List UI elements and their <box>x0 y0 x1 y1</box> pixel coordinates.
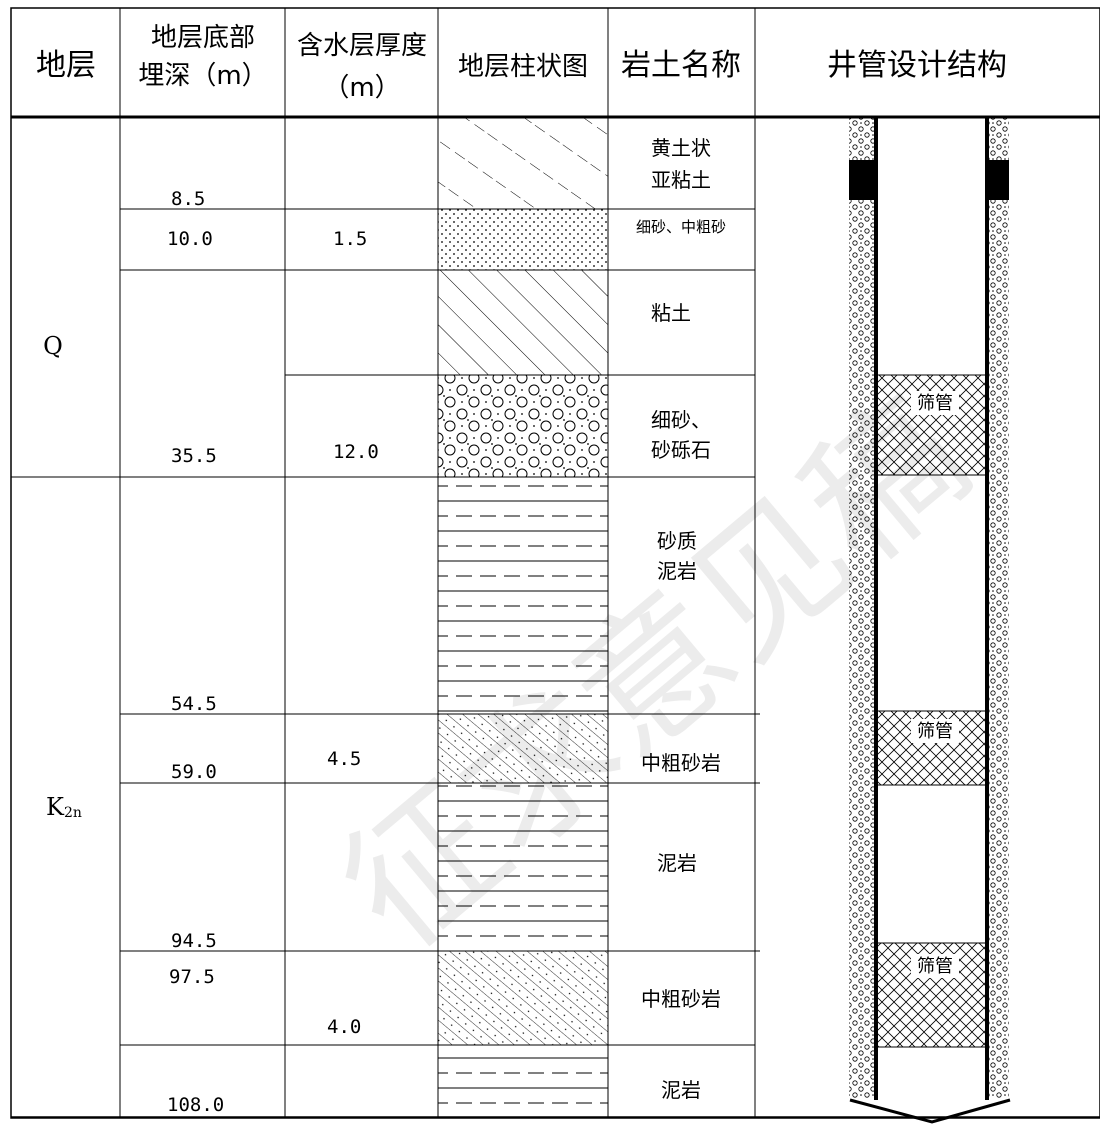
pattern-sandy-mudstone <box>438 477 608 714</box>
depth-values: 8.5 10.0 35.5 54.5 59.0 94.5 97.5 108.0 <box>167 188 224 1116</box>
depth-value: 59.0 <box>171 761 217 783</box>
thickness-value: 1.5 <box>333 228 367 250</box>
depth-value: 10.0 <box>167 228 213 250</box>
thickness-value: 4.0 <box>327 1016 361 1038</box>
pattern-gravel <box>438 375 608 477</box>
rock-name: 亚粘土 <box>651 168 711 192</box>
rock-name: 中粗砂岩 <box>641 987 721 1011</box>
lithology-column <box>438 118 608 1117</box>
header-rock-name: 岩土名称 <box>621 48 741 83</box>
depth-value: 54.5 <box>171 693 217 715</box>
header-thickness-line1: 含水层厚度 <box>297 31 427 61</box>
header-column: 地层柱状图 <box>458 52 588 82</box>
header-stratum: 地层 <box>36 48 96 83</box>
seal-left <box>849 160 875 200</box>
pattern-fine-sand <box>438 209 608 270</box>
depth-value: 35.5 <box>171 445 217 467</box>
depth-value: 108.0 <box>167 1094 224 1116</box>
header-well: 井管设计结构 <box>827 48 1007 83</box>
well-bottom <box>849 1098 1011 1124</box>
seal-right <box>987 160 1009 200</box>
rock-name: 黄土状 <box>651 136 711 160</box>
header-depth-line2: 埋深（m） <box>138 61 267 91</box>
rock-name: 砂砾石 <box>651 438 711 462</box>
pattern-sandstone-2 <box>438 951 608 1045</box>
thickness-values: 1.5 12.0 4.5 4.0 <box>327 228 379 1038</box>
screen-2-label-bg <box>911 719 959 743</box>
rock-name: 泥岩 <box>657 559 697 583</box>
header-depth-line1: 地层底部 <box>151 23 255 53</box>
table-grid <box>10 7 1100 1119</box>
pattern-clay <box>438 270 608 375</box>
gravel-pack-left <box>849 118 875 1098</box>
rock-name: 细砂、中粗砂 <box>636 218 726 236</box>
rock-name: 细砂、 <box>651 408 711 432</box>
rock-name: 泥岩 <box>657 851 697 875</box>
pattern-mudstone-1 <box>438 783 608 951</box>
stratum-k: K2n <box>46 793 82 821</box>
gravel-pack-right <box>987 118 1009 1098</box>
screen-2-label: 筛管 <box>917 721 953 742</box>
stratum-k-sub: 2n <box>64 805 82 821</box>
stratum-k-main: K <box>46 793 65 821</box>
pattern-sandstone-1 <box>438 714 608 783</box>
well-structure: 筛管 筛管 筛管 <box>849 118 1011 1124</box>
pattern-mudstone-2 <box>438 1045 608 1117</box>
thickness-value: 12.0 <box>333 441 379 463</box>
rock-names: 黄土状 亚粘土 细砂、中粗砂 粘土 细砂、 砂砾石 砂质 泥岩 中粗砂岩 泥岩 … <box>636 136 726 1102</box>
screen-3-label-bg <box>911 954 959 978</box>
screen-1-label: 筛管 <box>917 393 953 414</box>
rock-name: 泥岩 <box>661 1078 701 1102</box>
rock-name: 粘土 <box>651 301 691 325</box>
table-header: 地层 地层底部 埋深（m） 含水层厚度 （m） 地层柱状图 岩土名称 井管设计结… <box>36 23 1007 103</box>
depth-value: 94.5 <box>171 930 217 952</box>
stratum-q: Q <box>43 332 63 360</box>
rock-name: 砂质 <box>657 529 697 553</box>
screen-3-label: 筛管 <box>917 956 953 977</box>
pattern-loess <box>438 118 608 209</box>
depth-value: 8.5 <box>171 188 205 210</box>
rock-name: 中粗砂岩 <box>641 751 721 775</box>
header-thickness-line2: （m） <box>323 73 400 103</box>
screen-1-label-bg <box>911 391 959 415</box>
thickness-value: 4.5 <box>327 748 361 770</box>
depth-value: 97.5 <box>169 966 215 988</box>
